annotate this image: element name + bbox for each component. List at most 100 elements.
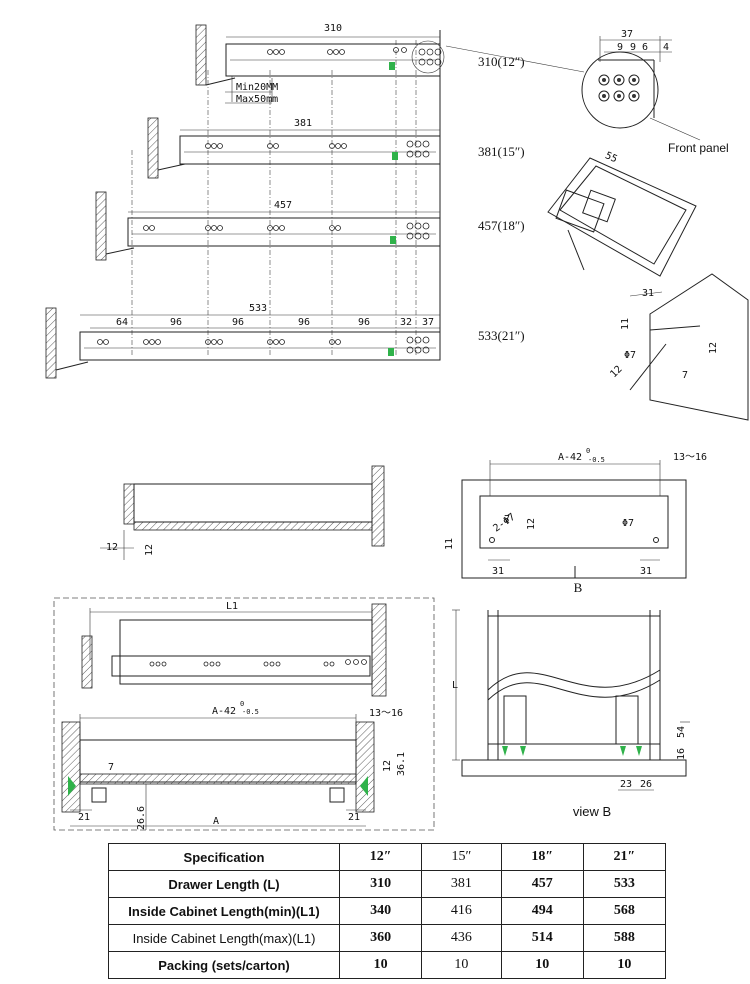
viewb-dim-l: L <box>452 680 458 691</box>
technical-drawing: 310 Min20MM Max50mm 310(12″) 381 <box>45 23 749 831</box>
back-dim-12: 12 <box>526 518 537 530</box>
spec-header-label: Specification <box>108 843 340 871</box>
drill-dim-11: 11 <box>620 318 631 330</box>
table-cell: 588 <box>582 924 667 952</box>
install-dim-21-b: 21 <box>348 812 360 823</box>
table-cell: 10 <box>338 951 423 979</box>
table-cell: 494 <box>500 897 584 925</box>
clip-dim-55: 55 <box>603 150 619 165</box>
table-row: Inside Cabinet Length(min)(L1) 340 416 4… <box>108 897 667 925</box>
table-cell: 360 <box>338 924 423 952</box>
length-381-label: 381 <box>294 118 312 129</box>
spec-table: Specification 12″ 15″ 18″ 21″ Drawer Len… <box>108 843 667 979</box>
install-tol-bot: -0.5 <box>242 708 259 716</box>
back-view: A-42 0 -0.5 13～16 7 2-Φ7 12 Φ7 11 31 31 … <box>444 447 707 595</box>
table-cell: 10 <box>582 951 667 979</box>
table-cell: 10 <box>500 951 584 979</box>
size-header: 21″ <box>582 843 667 871</box>
table-cell: 310 <box>338 870 423 898</box>
back-phi7: Φ7 <box>622 518 634 529</box>
row-label: Packing (sets/carton) <box>108 951 340 979</box>
row-label: Inside Cabinet Length(max)(L1) <box>108 924 340 952</box>
install-view: L1 A-42 0 -0.5 13～16 7 12 36.1 21 <box>53 597 435 831</box>
drill-dim-7: 7 <box>682 370 688 381</box>
drill-dim-31: 31 <box>642 288 654 299</box>
back-formula: A-42 <box>558 452 582 463</box>
length-457-label: 457 <box>274 200 292 211</box>
install-formula: A-42 <box>212 706 236 717</box>
clip-iso-view: 55 <box>547 150 697 277</box>
back-dim-31-a: 31 <box>492 566 504 577</box>
front-dim-9b: 9 <box>630 42 636 53</box>
table-header-row: Specification 12″ 15″ 18″ 21″ <box>108 843 667 871</box>
size-label-310: 310(12″) <box>478 54 525 69</box>
slide-view-457: 457 457(18″) <box>95 191 525 261</box>
drill-dim-12-a: 12 <box>708 342 719 354</box>
side-section: 12 12 <box>100 465 385 560</box>
table-cell: 381 <box>421 870 502 898</box>
size-header: 12″ <box>338 843 423 871</box>
table-cell: 568 <box>582 897 667 925</box>
length-533-label: 533 <box>249 303 267 314</box>
install-tol-top: 0 <box>240 700 244 708</box>
back-dim-31-b: 31 <box>640 566 652 577</box>
slide-view-310: 310 Min20MM Max50mm 310(12″) <box>195 23 525 105</box>
side-dim-12-b: 12 <box>144 544 155 556</box>
size-header: 15″ <box>421 843 502 871</box>
back-arrow-b: B <box>574 580 583 595</box>
size-label-533: 533(21″) <box>478 328 525 343</box>
table-cell: 340 <box>338 897 423 925</box>
table-row: Drawer Length (L) 310 381 457 533 <box>108 870 667 898</box>
table-cell: 10 <box>421 951 502 979</box>
install-dim-36: 36.1 <box>396 752 407 776</box>
front-width-37: 37 <box>621 29 633 40</box>
slide-view-533: 533 64 96 96 96 96 32 37 533(21″) <box>45 303 525 379</box>
size-label-457: 457(18″) <box>478 218 525 233</box>
length-310-label: 310 <box>324 23 342 34</box>
front-panel-detail: 37 9 9 6 4 Front panel <box>445 29 729 155</box>
back-dim-11: 11 <box>444 538 455 550</box>
viewb-dim-54: 54 <box>676 726 687 738</box>
size-label-381: 381(15″) <box>478 144 525 159</box>
view-b: L 54 16 23 26 view B <box>452 609 690 819</box>
install-dim-12: 12 <box>382 760 393 772</box>
table-cell: 514 <box>500 924 584 952</box>
front-panel-caption: Front panel <box>668 141 729 155</box>
back-range: 13～16 <box>673 452 707 463</box>
size-header: 18″ <box>500 843 584 871</box>
drill-phi7: Φ7 <box>624 350 636 361</box>
viewb-dim-26: 26 <box>640 779 652 790</box>
install-l1: L1 <box>226 601 238 612</box>
viewb-caption: view B <box>573 804 611 819</box>
mount-max-label: Max50mm <box>236 94 278 105</box>
install-dim-21-a: 21 <box>78 812 90 823</box>
back-dim-7: 7 <box>504 514 510 525</box>
spacing-96-b: 96 <box>232 317 244 328</box>
install-dim-26: 26.6 <box>136 806 147 830</box>
spacing-96-a: 96 <box>170 317 182 328</box>
table-row: Packing (sets/carton) 10 10 10 10 <box>108 951 667 979</box>
mount-min-label: Min20MM <box>236 82 278 93</box>
table-cell: 533 <box>582 870 667 898</box>
install-dim-7: 7 <box>108 762 114 773</box>
install-range: 13～16 <box>369 708 403 719</box>
side-dim-12-a: 12 <box>106 542 118 553</box>
viewb-dim-23: 23 <box>620 779 632 790</box>
install-dim-a: A <box>213 816 219 827</box>
row-label: Drawer Length (L) <box>108 870 340 898</box>
back-tol-bot: -0.5 <box>588 456 605 464</box>
slide-view-381: 381 381(15″) <box>147 117 525 179</box>
table-row: Inside Cabinet Length(max)(L1) 360 436 5… <box>108 924 667 952</box>
table-cell: 416 <box>421 897 502 925</box>
front-dim-6: 6 <box>642 42 648 53</box>
spacing-96-d: 96 <box>358 317 370 328</box>
guide-lines <box>131 30 441 355</box>
front-dim-9a: 9 <box>617 42 623 53</box>
drill-dim-12-b: 12 <box>608 364 624 380</box>
spacing-96-c: 96 <box>298 317 310 328</box>
viewb-dim-16: 16 <box>676 748 687 760</box>
spacing-64: 64 <box>116 317 128 328</box>
spacing-37: 37 <box>422 317 434 328</box>
drill-detail: 31 11 12 Φ7 12 7 <box>608 273 749 421</box>
back-tol-top: 0 <box>586 447 590 455</box>
